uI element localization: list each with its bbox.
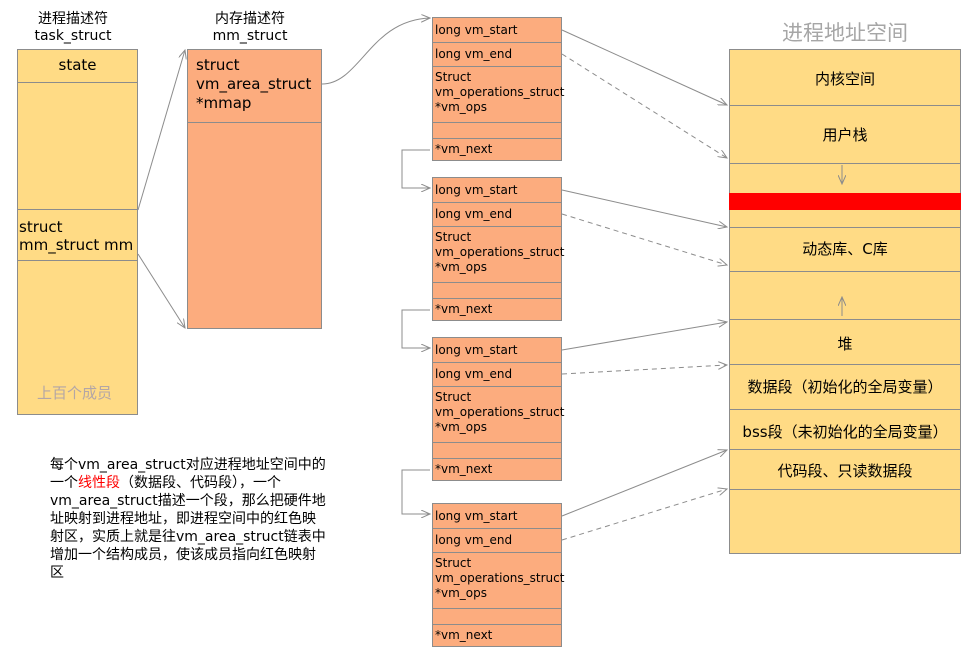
vm-ops-field: Struct vm_operations_struct *vm_ops: [433, 227, 565, 283]
vm4-end-arrow: [561, 489, 727, 541]
vm-ops-field: Struct vm_operations_struct *vm_ops: [433, 553, 565, 609]
vm-start-field: long vm_start: [433, 18, 561, 43]
vm-next-field: *vm_next: [435, 142, 493, 156]
note-line-7: 区: [50, 565, 64, 581]
mm-line3: *mmap: [196, 94, 252, 112]
user-stack-segment: 用户栈: [730, 106, 960, 164]
vm-area-struct-3: long vm_start long vm_end Struct vm_oper…: [432, 337, 565, 481]
note-line-2: 一个线性段（数据段、代码段），一个: [50, 474, 326, 492]
vm1-start-arrow: [561, 29, 727, 105]
mm-mmap-field: struct vm_area_struct *mmap: [188, 50, 321, 123]
vm-area-struct-2: long vm_start long vm_end Struct vm_oper…: [432, 177, 565, 321]
mm-struct-title-en: mm_struct: [212, 28, 288, 44]
vm-spacer-row: [433, 443, 561, 459]
address-space-title: 进程地址空间: [782, 21, 908, 45]
vm-start-field: long vm_start: [433, 338, 561, 363]
note-line-6: 增加一个结构成员，使该成员指向红色映射: [50, 547, 316, 563]
note-line-1: 每个vm_area_struct对应进程地址空间中的: [50, 457, 326, 473]
vm-end-field: long vm_end: [433, 203, 561, 227]
vm-ops-line1: Struct: [435, 556, 472, 570]
mm-struct-header: 内存描述符 mm_struct: [190, 11, 310, 45]
vm-ops-line2: vm_operations_struct: [435, 571, 565, 585]
vm-ops-field: Struct vm_operations_struct *vm_ops: [433, 387, 565, 443]
code-segment: 代码段、只读数据段: [730, 450, 960, 490]
vm1-end-arrow: [561, 53, 727, 158]
task-mm-line1: struct: [19, 218, 63, 236]
vm-ops-line3: *vm_ops: [435, 586, 488, 600]
task-struct-title-en: task_struct: [34, 28, 112, 44]
kernel-space-segment: 内核空间: [730, 50, 960, 106]
mm-line1: struct: [196, 56, 240, 74]
vm-area-struct-1: long vm_start long vm_end Struct vm_oper…: [432, 17, 565, 161]
vm4-start-arrow: [561, 450, 727, 517]
vm-ops-line1: Struct: [435, 70, 472, 84]
vm-ops-line1: Struct: [435, 230, 472, 244]
task-mm-field: struct mm_struct mm: [18, 209, 137, 261]
vm-start-field: long vm_start: [433, 178, 561, 203]
vm3-start-arrow: [561, 322, 727, 351]
vm-ops-line2: vm_operations_struct: [435, 405, 565, 419]
vm-ops-line1: Struct: [435, 390, 472, 404]
note-line-3: vm_area_struct描述一个段，那么把硬件地: [50, 493, 326, 509]
vm-ops-line2: vm_operations_struct: [435, 245, 565, 259]
note-line-2-a: 一个: [50, 475, 78, 491]
data-segment: 数据段（初始化的全局变量）: [730, 365, 960, 410]
vm-ops-line3: *vm_ops: [435, 260, 488, 274]
mm-struct-title-cn: 内存描述符: [215, 11, 285, 27]
note-line-2-c: （数据段、代码段），一个: [120, 475, 281, 491]
vm-spacer-row: [433, 123, 561, 139]
vm-next-field: *vm_next: [435, 462, 493, 476]
mm-line2: vm_area_struct: [196, 75, 312, 93]
mm-struct-box: struct vm_area_struct *mmap: [187, 49, 322, 329]
task-struct-header: 进程描述符 task_struct: [18, 11, 128, 45]
vm-ops-field: Struct vm_operations_struct *vm_ops: [433, 67, 565, 123]
note-linear-segment-highlight: 线性段: [78, 475, 120, 491]
task-to-mm-arrow-bottom: [137, 253, 185, 328]
note-line-4: 址映射到进程地址，即进程空间中的红色映: [50, 511, 316, 527]
task-members-label: 上百个成员: [37, 384, 113, 402]
vm-next-arrow-3: [401, 469, 430, 514]
task-mm-line2: mm_struct mm: [19, 236, 134, 254]
vm-end-field: long vm_end: [433, 363, 561, 387]
vm-area-struct-4: long vm_start long vm_end Struct vm_oper…: [432, 503, 565, 647]
red-mapping-region: [729, 193, 961, 210]
dynamic-lib-segment: 动态库、C库: [730, 227, 960, 272]
vm-next-field: *vm_next: [435, 628, 493, 642]
vm2-end-arrow: [561, 213, 727, 265]
task-state-field: state: [18, 50, 137, 83]
vm-ops-line3: *vm_ops: [435, 100, 488, 114]
vm-end-field: long vm_end: [433, 529, 561, 553]
mmap-to-vm-arrow: [321, 18, 430, 85]
vm-end-field: long vm_end: [433, 43, 561, 67]
task-to-mm-arrow-top: [137, 50, 185, 211]
vm-start-field: long vm_start: [433, 504, 561, 529]
vm-spacer-row: [433, 609, 561, 625]
vm2-start-arrow: [561, 189, 727, 227]
note-line-5: 射区，实质上就是往vm_area_struct链表中: [50, 529, 326, 545]
vm-next-arrow-1: [401, 149, 430, 188]
vm-spacer-row: [433, 283, 561, 299]
task-struct-box: state struct mm_struct mm 上百个成员: [17, 49, 138, 415]
heap-segment: 堆: [730, 319, 960, 365]
vm3-end-arrow: [561, 365, 727, 375]
vm-ops-line2: vm_operations_struct: [435, 85, 565, 99]
explanation-note: 每个vm_area_struct对应进程地址空间中的 一个线性段（数据段、代码段…: [50, 456, 326, 582]
vm-next-arrow-2: [401, 309, 430, 348]
task-struct-title-cn: 进程描述符: [38, 11, 108, 27]
bss-segment: bss段（未初始化的全局变量）: [730, 410, 960, 450]
vm-ops-line3: *vm_ops: [435, 420, 488, 434]
vm-next-field: *vm_next: [435, 302, 493, 316]
